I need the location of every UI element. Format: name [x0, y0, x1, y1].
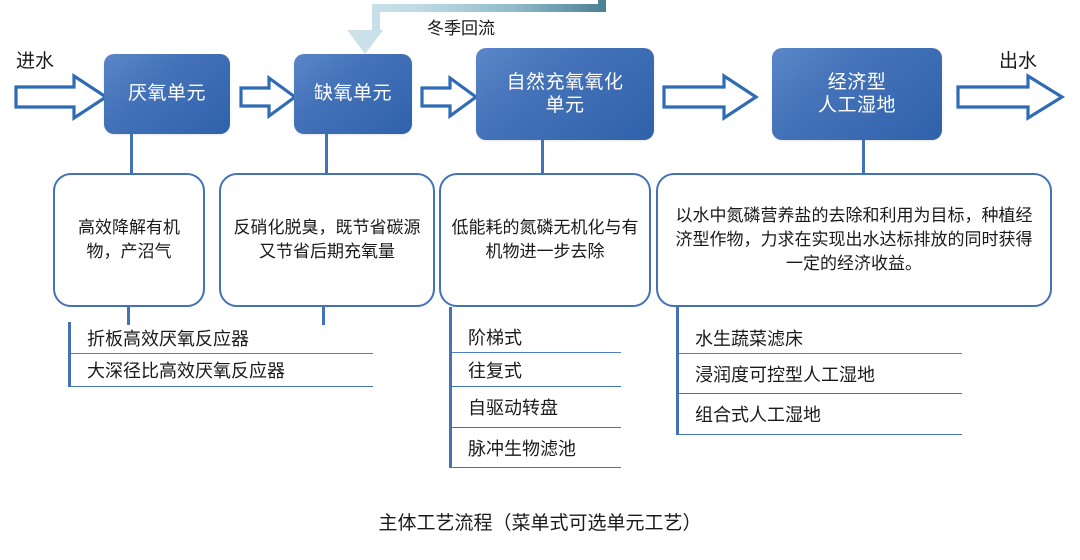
arrow-anaerobic-to-anoxic [239, 74, 298, 120]
description-text: 高效降解有机物，产沼气 [78, 217, 180, 261]
effluent-label: 出水 [999, 51, 1038, 72]
option-item[interactable]: 大深径比高效厌氧反应器 [71, 354, 373, 387]
option-list-anaerobic: 折板高效厌氧反应器 大深径比高效厌氧反应器 [68, 322, 373, 387]
unit-title: 经济型 人工湿地 [817, 71, 896, 116]
description-box-anoxic: 反硝化脱臭，既节省碳源又节省后期充氧量 [219, 173, 435, 307]
option-item[interactable]: 水生蔬菜滤床 [679, 322, 962, 354]
connector-unit2-desc2 [325, 134, 328, 173]
option-list-wetland: 水生蔬菜滤床 浸润度可控型人工湿地 组合式人工湿地 [676, 322, 962, 435]
option-item[interactable]: 浸润度可控型人工湿地 [679, 354, 962, 394]
option-item[interactable]: 组合式人工湿地 [679, 394, 962, 435]
option-item[interactable]: 脉冲生物滤池 [452, 428, 621, 468]
connector-unit3-desc3 [541, 140, 544, 173]
unit-title: 自然充氧氧化 单元 [506, 71, 624, 116]
description-box-oxidation: 低能耗的氮磷无机化与有机物进一步去除 [439, 173, 651, 307]
connector-desc1-list1 [127, 307, 130, 325]
influent-label: 进水 [16, 51, 55, 72]
diagram-caption: 主体工艺流程（菜单式可选单元工艺） [378, 513, 702, 534]
unit-title: 厌氧单元 [127, 83, 206, 105]
unit-box-economic-wetland[interactable]: 经济型 人工湿地 [772, 48, 942, 140]
option-list-oxidation: 阶梯式 往复式 自驱动转盘 脉冲生物滤池 [449, 322, 621, 468]
option-item[interactable]: 往复式 [452, 353, 621, 387]
connector-desc2-list1 [322, 307, 325, 325]
unit-box-anaerobic[interactable]: 厌氧单元 [104, 54, 230, 134]
connector-desc3-list2 [449, 307, 452, 325]
arrow-oxidation-to-wetland [662, 73, 759, 121]
option-item[interactable]: 折板高效厌氧反应器 [71, 322, 373, 354]
connector-desc4-list3 [676, 307, 679, 325]
description-box-wetland: 以水中氮磷营养盐的去除和利用为目标，种植经济型作物，力求在实现出水达标排放的同时… [656, 173, 1052, 307]
description-text: 以水中氮磷营养盐的去除和利用为目标，种植经济型作物，力求在实现出水达标排放的同时… [675, 205, 1033, 274]
description-box-anaerobic: 高效降解有机物，产沼气 [53, 173, 205, 307]
connector-unit1-desc1 [130, 134, 133, 173]
description-text: 反硝化脱臭，既节省碳源又节省后期充氧量 [233, 217, 421, 261]
description-text: 低能耗的氮磷无机化与有机物进一步去除 [451, 217, 639, 261]
unit-title: 缺氧单元 [313, 83, 392, 105]
arrow-anoxic-to-oxidation [420, 74, 479, 120]
inlet-arrow [14, 73, 109, 121]
option-item[interactable]: 自驱动转盘 [452, 387, 621, 428]
unit-box-natural-oxidation[interactable]: 自然充氧氧化 单元 [476, 48, 654, 140]
outlet-arrow [956, 73, 1066, 121]
reflux-label: 冬季回流 [427, 19, 495, 38]
unit-box-anoxic[interactable]: 缺氧单元 [294, 54, 412, 134]
option-item[interactable]: 阶梯式 [452, 322, 621, 353]
connector-unit4-desc4 [862, 140, 865, 173]
